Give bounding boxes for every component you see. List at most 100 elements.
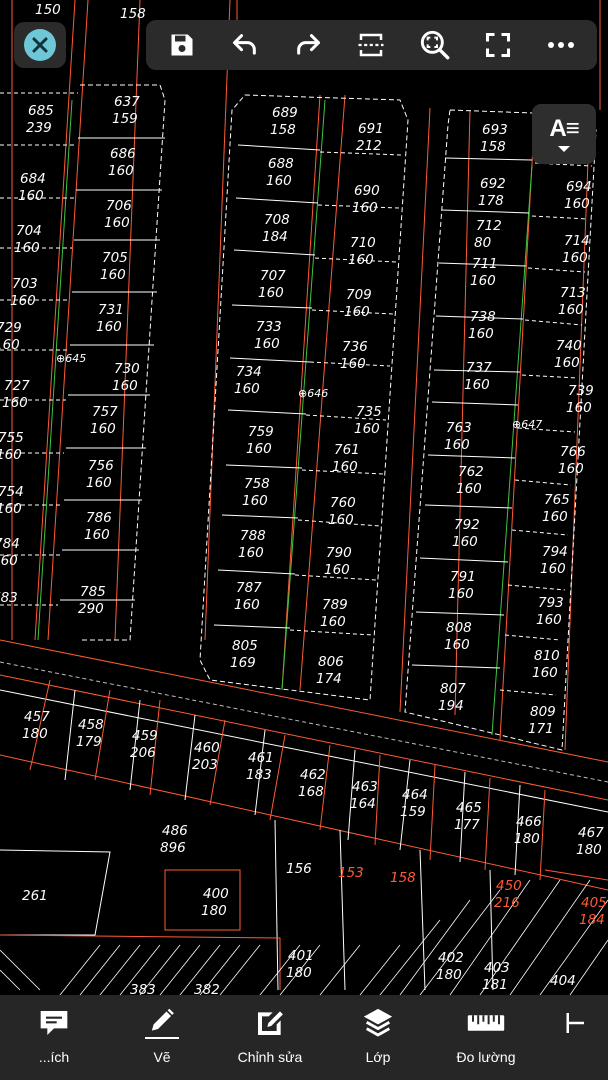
survey-marker-label: ⊕645 bbox=[56, 352, 86, 365]
chevron-down-icon bbox=[558, 146, 570, 152]
tab-layers[interactable]: Lớp bbox=[324, 995, 432, 1065]
close-button[interactable] bbox=[14, 22, 66, 68]
tab-comment[interactable]: ...ích bbox=[0, 995, 108, 1065]
parcel-area: 160 bbox=[0, 337, 20, 353]
parcel-area: 159 bbox=[112, 111, 138, 127]
tab-draw[interactable]: Vẽ bbox=[108, 995, 216, 1065]
parcel-area: 160 bbox=[468, 326, 494, 342]
fullscreen-button[interactable] bbox=[475, 22, 521, 68]
parcel-number: 685 bbox=[28, 103, 54, 119]
parcel-number: 706 bbox=[106, 198, 132, 214]
parcel-number: 401 bbox=[288, 948, 314, 964]
parcel-number: 692 bbox=[480, 176, 506, 192]
tab-comment-label: ...ích bbox=[38, 1049, 70, 1065]
zoom-region-button[interactable] bbox=[412, 22, 458, 68]
parcel-area: 181 bbox=[482, 977, 508, 993]
parcel-number: 734 bbox=[236, 364, 262, 380]
parcel-number: 383 bbox=[130, 982, 156, 995]
parcel-number: 755 bbox=[0, 430, 24, 446]
more-button[interactable] bbox=[538, 22, 584, 68]
parcel-area: 216 bbox=[494, 895, 520, 911]
parcel-area: 180 bbox=[576, 842, 602, 858]
parcel-number: 810 bbox=[534, 648, 560, 664]
parcel-area: 177 bbox=[454, 817, 480, 833]
tab-measure[interactable]: Đo lường bbox=[432, 995, 540, 1065]
parcel-area: 160 bbox=[444, 637, 470, 653]
parcel-area: 160 bbox=[562, 250, 588, 266]
undo-icon bbox=[232, 34, 256, 55]
parcel-area: 160 bbox=[352, 200, 378, 216]
parcel-area: 174 bbox=[316, 671, 342, 687]
text-style-button[interactable]: A≡ bbox=[532, 104, 596, 164]
parcel-number: 763 bbox=[446, 420, 472, 436]
survey-marker-label: ⊕647 bbox=[512, 418, 542, 431]
parcel-number: 707 bbox=[260, 268, 286, 284]
redo-button[interactable] bbox=[285, 22, 331, 68]
tab-more-partial[interactable] bbox=[540, 995, 608, 1039]
parcel-number: 400 bbox=[203, 886, 229, 902]
save-button[interactable] bbox=[159, 22, 205, 68]
parcel-number: 150 bbox=[35, 2, 61, 18]
parcel-number: 688 bbox=[268, 156, 294, 172]
parcel-area: 160 bbox=[254, 336, 280, 352]
parcel-area: 160 bbox=[246, 441, 272, 457]
tab-layers-label: Lớp bbox=[365, 1049, 391, 1065]
parcel-area: 160 bbox=[84, 527, 110, 543]
parcel-number: 761 bbox=[334, 442, 360, 458]
parcel-area: 180 bbox=[436, 967, 462, 983]
parcel-number: 760 bbox=[330, 495, 356, 511]
parcel-area: 160 bbox=[558, 461, 584, 477]
parcel-number: 792 bbox=[454, 517, 480, 533]
tab-edit-label: Chỉnh sửa bbox=[237, 1049, 303, 1065]
parcel-area: 80 bbox=[474, 235, 491, 251]
parcel-number: 462 bbox=[300, 767, 326, 783]
parcel-area: 160 bbox=[242, 493, 268, 509]
parcel-area: 212 bbox=[356, 138, 382, 154]
dimension-icon bbox=[566, 1013, 584, 1033]
tab-edit[interactable]: Chỉnh sửa bbox=[216, 995, 324, 1065]
parcel-area: 179 bbox=[76, 734, 102, 750]
parcel-label: 383 bbox=[130, 982, 156, 995]
parcel-number: 731 bbox=[98, 302, 124, 318]
parcel-number: 704 bbox=[16, 223, 42, 239]
layers-icon bbox=[363, 1008, 393, 1037]
parcel-number: 729 bbox=[0, 320, 22, 336]
parcel-area: 160 bbox=[18, 188, 44, 204]
parcel-area: 206 bbox=[130, 745, 156, 761]
crop-area-button[interactable] bbox=[348, 22, 394, 68]
parcel-label: 755160 bbox=[0, 430, 24, 463]
parcel-number: 793 bbox=[538, 595, 564, 611]
parcel-number: 789 bbox=[322, 597, 348, 613]
parcel-area: 159 bbox=[400, 804, 426, 820]
undo-button[interactable] bbox=[222, 22, 268, 68]
parcel-number: 710 bbox=[350, 235, 376, 251]
parcel-number: 784 bbox=[0, 536, 20, 552]
parcel-area: 160 bbox=[554, 355, 580, 371]
parcel-area: 158 bbox=[270, 122, 296, 138]
